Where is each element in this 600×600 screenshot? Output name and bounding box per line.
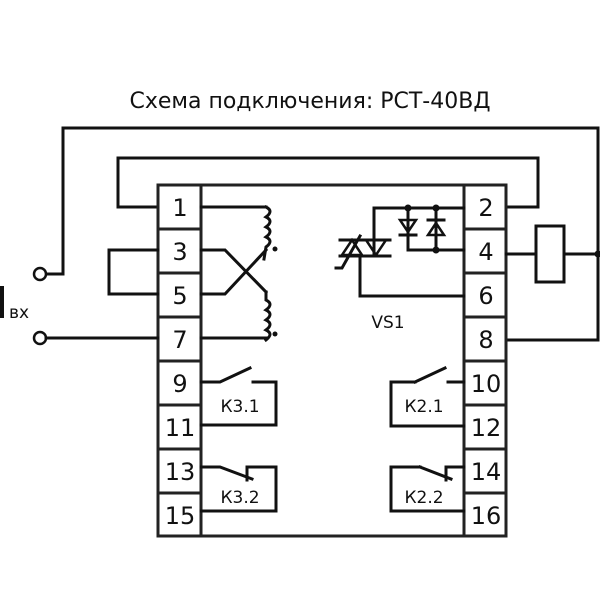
coil-rect <box>534 224 566 284</box>
pin-label: 7 <box>172 326 187 354</box>
input-windings <box>199 204 278 343</box>
pin-14-box <box>462 447 508 495</box>
pin-label: 2 <box>478 194 493 222</box>
input-terminal-top <box>32 266 48 282</box>
contact-k2-1: К2.1 <box>389 366 466 428</box>
contact-label: К3.2 <box>220 488 259 508</box>
diagram-title: Схема подключения: РСТ-40ВД <box>129 89 490 114</box>
pin-label: 3 <box>172 238 187 266</box>
polarity-dot <box>272 246 278 252</box>
pin-label: 9 <box>172 370 187 398</box>
pin-16-box <box>462 491 508 538</box>
pin-label: 10 <box>471 370 502 398</box>
pin-13-box <box>156 447 203 495</box>
contact-label: К2.1 <box>404 397 443 417</box>
triac-vs1: VS1 <box>334 204 466 333</box>
inner-loop-wire <box>116 156 540 209</box>
diode-down <box>397 218 419 235</box>
jumper-3-5 <box>107 248 160 296</box>
pin-label: 16 <box>471 502 502 530</box>
pin-label: 14 <box>471 458 502 486</box>
pin-label: 1 <box>172 194 187 222</box>
winding-upper <box>262 204 272 261</box>
pin-label: 8 <box>478 326 493 354</box>
triac-label: VS1 <box>371 313 404 333</box>
left-pin-column: 1 3 5 7 9 11 13 15 <box>156 183 203 538</box>
pin-label: 5 <box>172 282 187 310</box>
pin-label: 12 <box>471 414 502 442</box>
input-terminal-bottom <box>32 330 48 346</box>
contact-k3-1: К3.1 <box>199 366 278 427</box>
contact-label: К2.2 <box>404 488 443 508</box>
contact-label: К3.1 <box>220 397 259 417</box>
pin-6-box <box>462 271 508 319</box>
contact-k2-2: К2.2 <box>389 465 466 513</box>
pin-label: 11 <box>165 414 196 442</box>
polarity-dot <box>272 331 278 337</box>
input-label: вх <box>9 303 29 323</box>
pin-1-box <box>156 183 203 231</box>
relay-body <box>156 183 508 538</box>
input-terminals: вх <box>0 266 160 346</box>
pin-label: 13 <box>165 458 196 486</box>
contact-k3-2: К3.2 <box>199 465 278 513</box>
external-coil <box>504 224 600 284</box>
pin-15-box <box>156 491 203 538</box>
diode-up <box>425 220 447 237</box>
pin-2-box <box>462 183 508 231</box>
right-pin-column: 2 4 6 8 10 12 14 16 <box>462 183 508 538</box>
pin-label: 4 <box>478 238 493 266</box>
pin-label: 15 <box>165 502 196 530</box>
winding-lower <box>263 290 272 343</box>
pin-label: 6 <box>478 282 493 310</box>
